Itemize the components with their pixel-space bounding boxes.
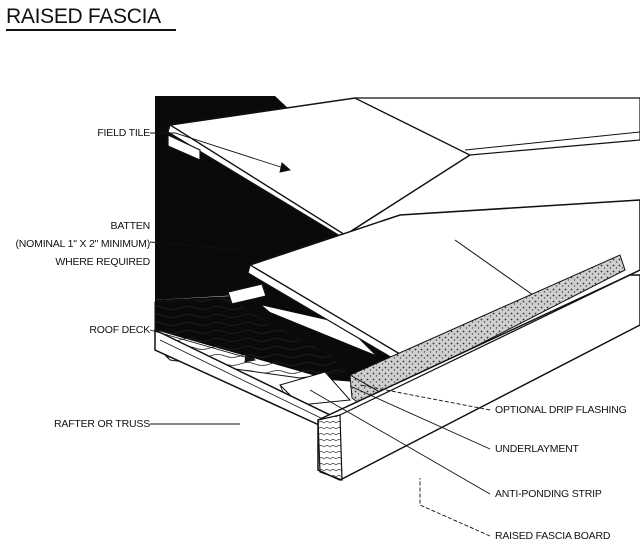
diagram-title: RAISED FASCIA [6,5,161,28]
underlayment-field [155,96,420,380]
leader-batten [149,241,241,251]
label-field-tile: FIELD TILE [97,127,150,139]
batten-upper [167,134,201,161]
batten-lower [227,283,267,305]
label-raised-fascia-board: RAISED FASCIA BOARD [495,530,611,542]
leader-drip-flashing [359,384,491,411]
label-batten-note: WHERE REQUIRED [55,256,150,268]
fascia-end-grain [317,414,343,481]
leader-raised-fascia [419,478,491,537]
label-underlayment: UNDERLAYMENT [495,443,579,455]
leader-field-tile [150,132,291,171]
label-rafter-or-truss: RAFTER OR TRUSS [54,418,150,430]
leader-anti-ponding [309,389,491,495]
title-underline [6,29,176,31]
label-anti-ponding-strip: ANTI-PONDING STRIP [495,488,602,500]
label-optional-drip-flashing: OPTIONAL DRIP FLASHING [495,404,627,416]
label-roof-deck: ROOF DECK [89,324,150,336]
leader-roof-deck [149,329,256,361]
label-batten-size: (NOMINAL 1" X 2" MINIMUM) [15,238,151,250]
field-tile-upper-right [354,97,640,156]
label-batten: BATTEN [110,220,151,232]
leader-underlayment [349,385,491,450]
